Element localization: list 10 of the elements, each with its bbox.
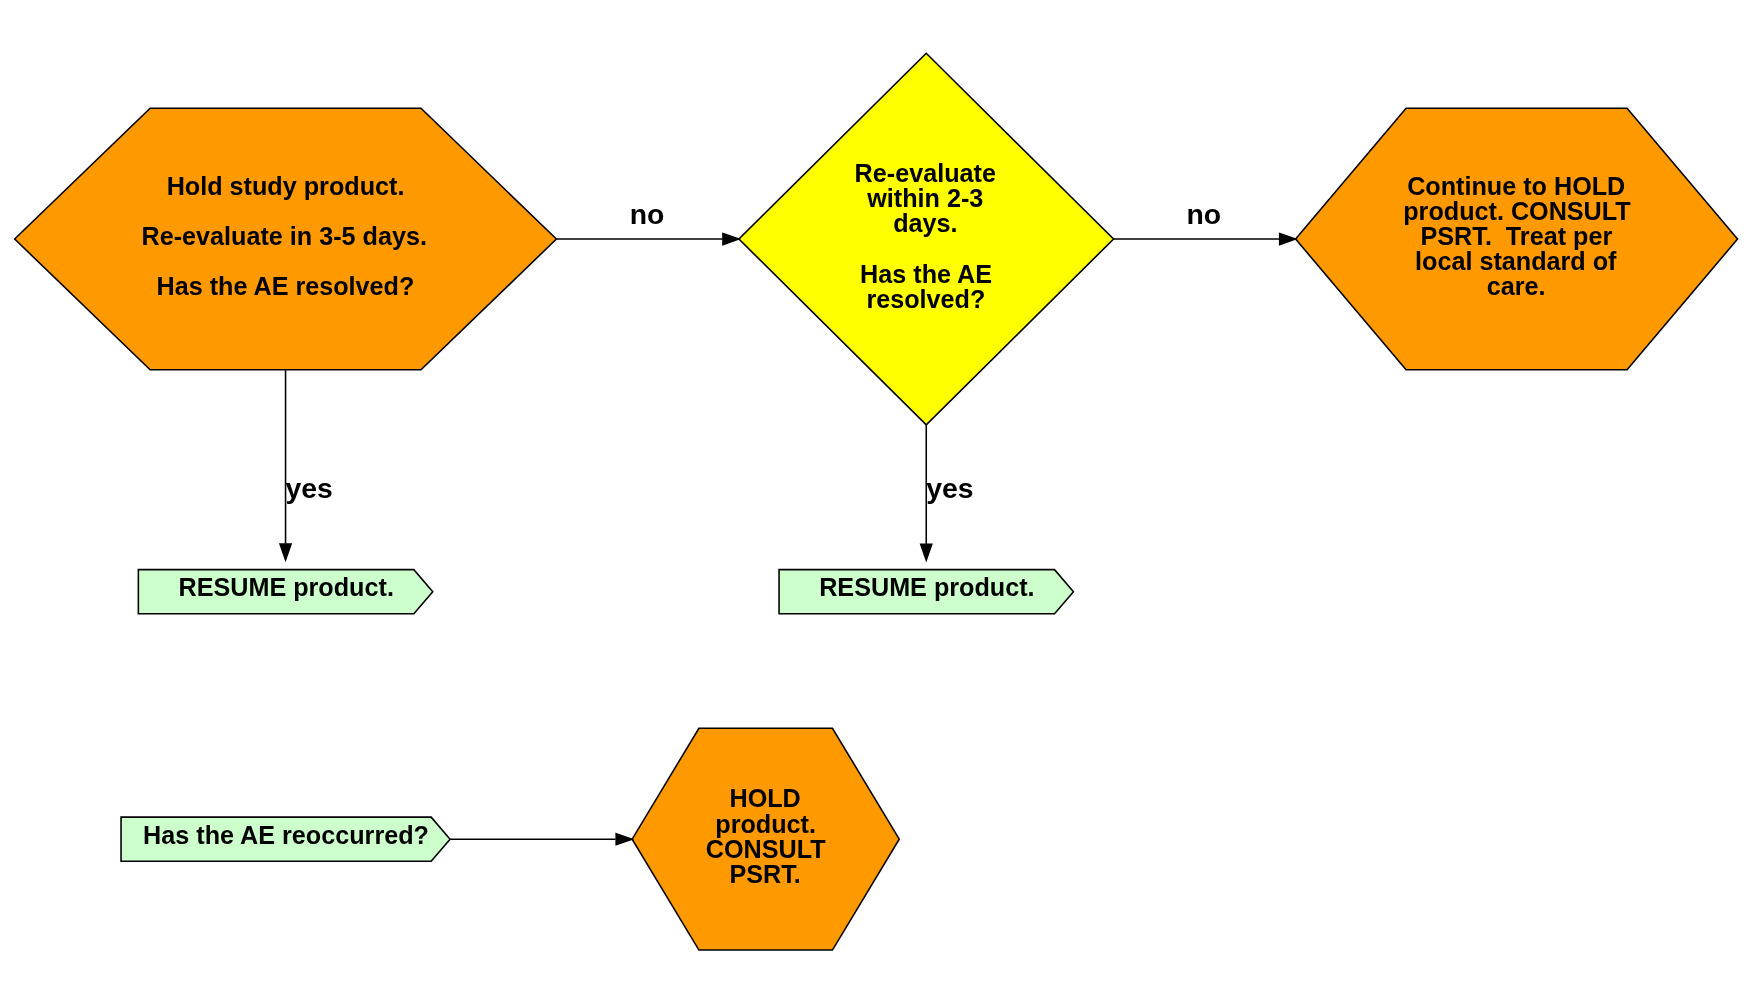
arrow — [1113, 231, 1298, 246]
edge-label: no — [1186, 197, 1222, 230]
arrow — [919, 423, 933, 562]
arrow — [449, 832, 635, 846]
edge-label: no — [629, 197, 665, 230]
arrow — [556, 231, 742, 246]
node-diamond: Re-evaluate within 2-3 days. Has the AE resolved? — [737, 51, 1115, 426]
arrow — [278, 368, 293, 562]
edge-label: yes — [926, 471, 974, 504]
edge-label: yes — [285, 471, 333, 504]
